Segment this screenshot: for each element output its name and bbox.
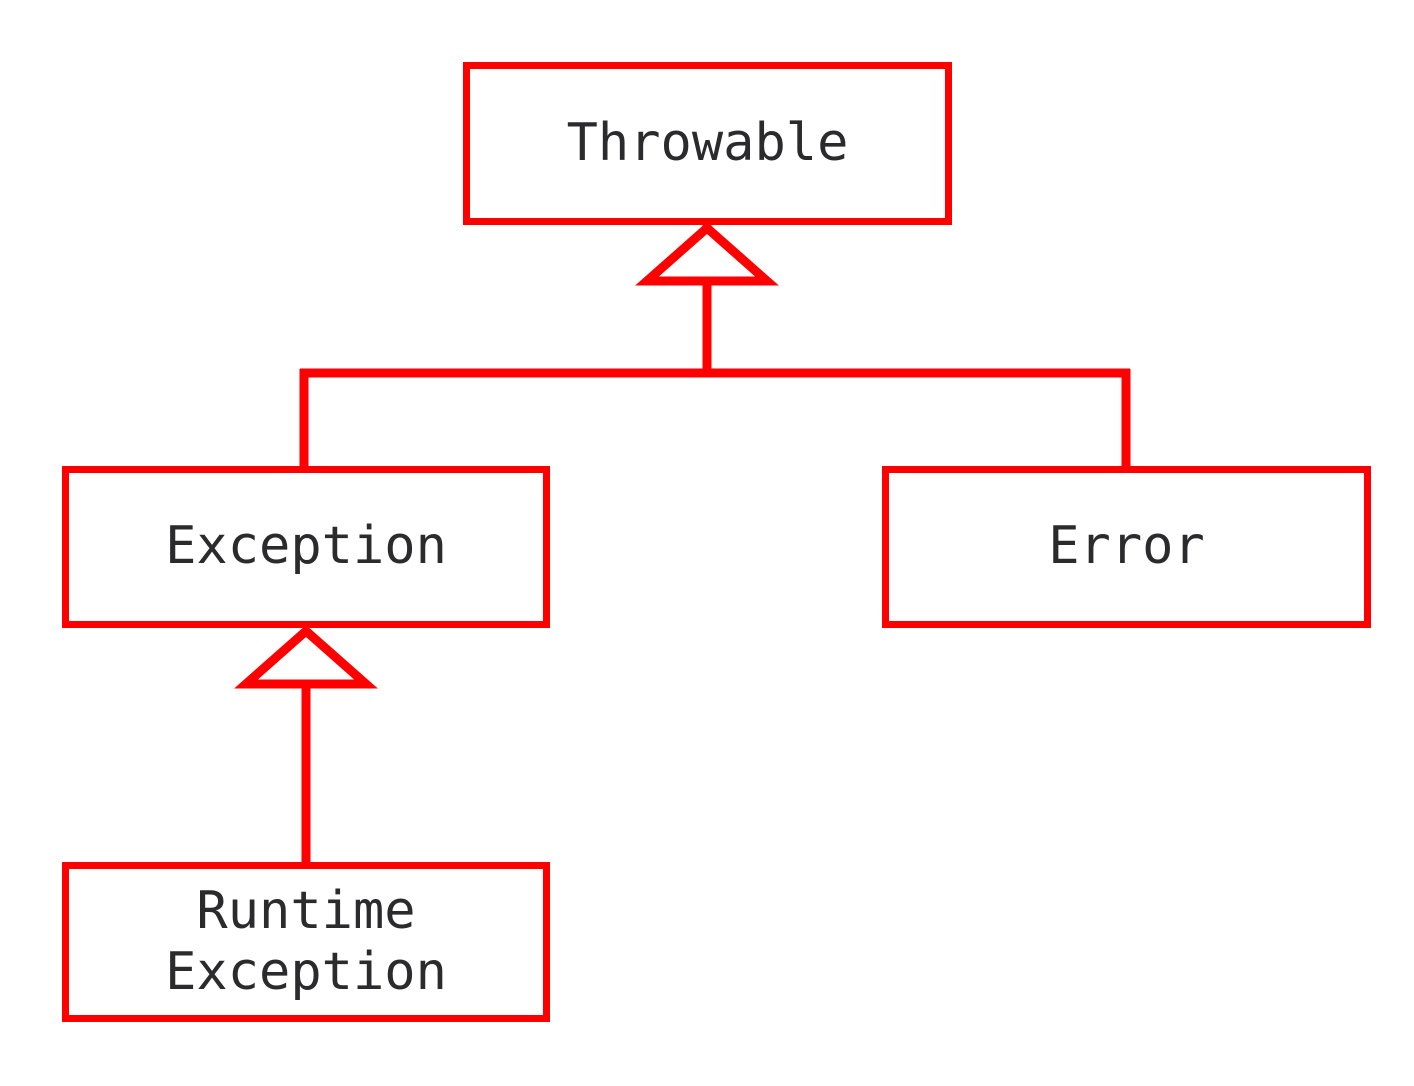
class-node-exception[interactable]: Exception — [62, 466, 550, 628]
class-node-throwable-label: Throwable — [566, 112, 849, 173]
class-node-error[interactable]: Error — [882, 466, 1371, 628]
class-node-error-label: Error — [1048, 516, 1205, 577]
class-node-runtime-exception-label: Runtime Exception — [165, 880, 447, 1002]
class-node-exception-label: Exception — [165, 516, 447, 577]
class-node-throwable[interactable]: Throwable — [463, 62, 952, 225]
arrowhead-hollow-triangle-throwable — [635, 221, 779, 286]
class-node-runtime-exception[interactable]: Runtime Exception — [62, 862, 550, 1022]
arrowhead-hollow-triangle-exception — [234, 624, 378, 689]
